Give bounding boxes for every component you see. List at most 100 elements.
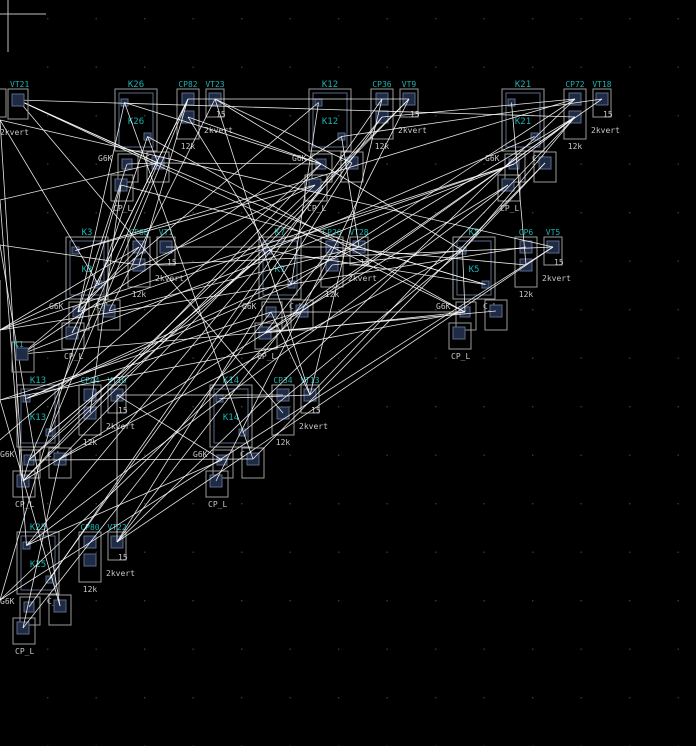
grid-dot [47, 66, 49, 68]
grid-dot [95, 697, 97, 699]
ratsnest-line [268, 136, 535, 251]
transistor-value-label: 15 [410, 110, 420, 119]
grid-dot [629, 551, 631, 553]
grid-dot [95, 503, 97, 505]
grid-dot [144, 212, 146, 214]
ratsnest-line [21, 102, 319, 355]
relay-ref-label: K25 [30, 523, 46, 533]
ratsnest-line [252, 162, 546, 460]
capacitor-ref-label: CP6 [519, 228, 534, 237]
transistor-ref-label: VT5 [546, 228, 561, 237]
pad [11, 93, 25, 107]
grid-dot [483, 357, 485, 359]
grid-dot [386, 66, 388, 68]
grid-dot [435, 406, 437, 408]
ref-label[interactable]: K1 [14, 340, 24, 349]
relay-value-label: G6K [436, 302, 451, 311]
grid-dot [95, 18, 97, 20]
grid-dot [435, 212, 437, 214]
ratsnest-line [0, 199, 27, 546]
grid-dot [95, 357, 97, 359]
ratsnest-line [26, 184, 509, 546]
grid-dot [338, 648, 340, 650]
ratsnest-line [75, 184, 316, 251]
grid-dot [47, 503, 49, 505]
transistor-ref-label: VT28 [349, 228, 368, 237]
ratsnest-line [0, 311, 272, 401]
grid-dot [580, 163, 582, 165]
ratsnest-line [187, 116, 322, 165]
grid-dot [47, 406, 49, 408]
ratsnest-line [0, 246, 554, 601]
grid-dot [532, 503, 534, 505]
grid-dot [144, 115, 146, 117]
grid-dot [386, 648, 388, 650]
relay-outline [258, 236, 302, 300]
grid-dot [338, 18, 340, 20]
grid-dot [532, 648, 534, 650]
ratsnest-line [28, 184, 316, 461]
capacitor-outline [78, 384, 102, 436]
grid-dot [241, 18, 243, 20]
capacitor-outline [514, 236, 538, 288]
grid-dot [677, 648, 679, 650]
grid-dot [47, 357, 49, 359]
grid-dot [338, 357, 340, 359]
transistor-value-label: 15 [167, 258, 177, 267]
grid-dot [435, 697, 437, 699]
grid-dot [47, 648, 49, 650]
grid-dot [580, 18, 582, 20]
grid-dot [580, 503, 582, 505]
ratsnest-line [77, 102, 125, 313]
grid-dot [47, 697, 49, 699]
relay-ref-label: K12 [322, 117, 338, 127]
ratsnest-line [331, 246, 527, 266]
grid-dot [629, 18, 631, 20]
grid-dot [532, 406, 534, 408]
capacitor-ref-label: CP34 [273, 376, 292, 385]
vert-value-label: 2kvert [106, 569, 135, 578]
grid-dot [289, 212, 291, 214]
capacitor-outline [563, 88, 587, 140]
ratsnest-line [219, 394, 311, 399]
grid-dot [483, 503, 485, 505]
capacitor-outline [271, 384, 295, 436]
ref-label[interactable]: VT21 [10, 80, 29, 89]
grid-dot [289, 503, 291, 505]
grid-dot [629, 600, 631, 602]
ratsnest-line [28, 116, 383, 608]
grid-dot [629, 406, 631, 408]
resistor-value-label: 12k [83, 438, 98, 447]
transistor-value-label: 15 [603, 110, 613, 119]
grid-dot [47, 260, 49, 262]
pad [452, 326, 466, 340]
relay-ref-label: K5 [469, 228, 480, 238]
grid-dot [338, 163, 340, 165]
grid-dot [532, 357, 534, 359]
transistor-outline [592, 88, 612, 118]
relay-outline [16, 384, 60, 448]
grid-dot [192, 600, 194, 602]
relay-ref-label: K21 [515, 80, 531, 90]
grid-dot [532, 551, 534, 553]
grid-dot [289, 309, 291, 311]
grid-dot [532, 163, 534, 165]
grid-dot [192, 551, 194, 553]
grid-dot [677, 600, 679, 602]
grid-dot [338, 406, 340, 408]
pad [83, 553, 97, 567]
grid-dot [483, 600, 485, 602]
relay-ref-label: K12 [322, 80, 338, 90]
bottom-value-label: CP_L [113, 204, 132, 213]
grid-dot [95, 454, 97, 456]
grid-dot [677, 115, 679, 117]
grid-dot [192, 454, 194, 456]
ratsnest-line [157, 162, 360, 248]
ratsnest-line [108, 98, 216, 312]
capacitor-ref-label: CP82 [178, 80, 197, 89]
relay-ref-label: K13 [30, 413, 46, 423]
ratsnest-layer [0, 98, 603, 629]
